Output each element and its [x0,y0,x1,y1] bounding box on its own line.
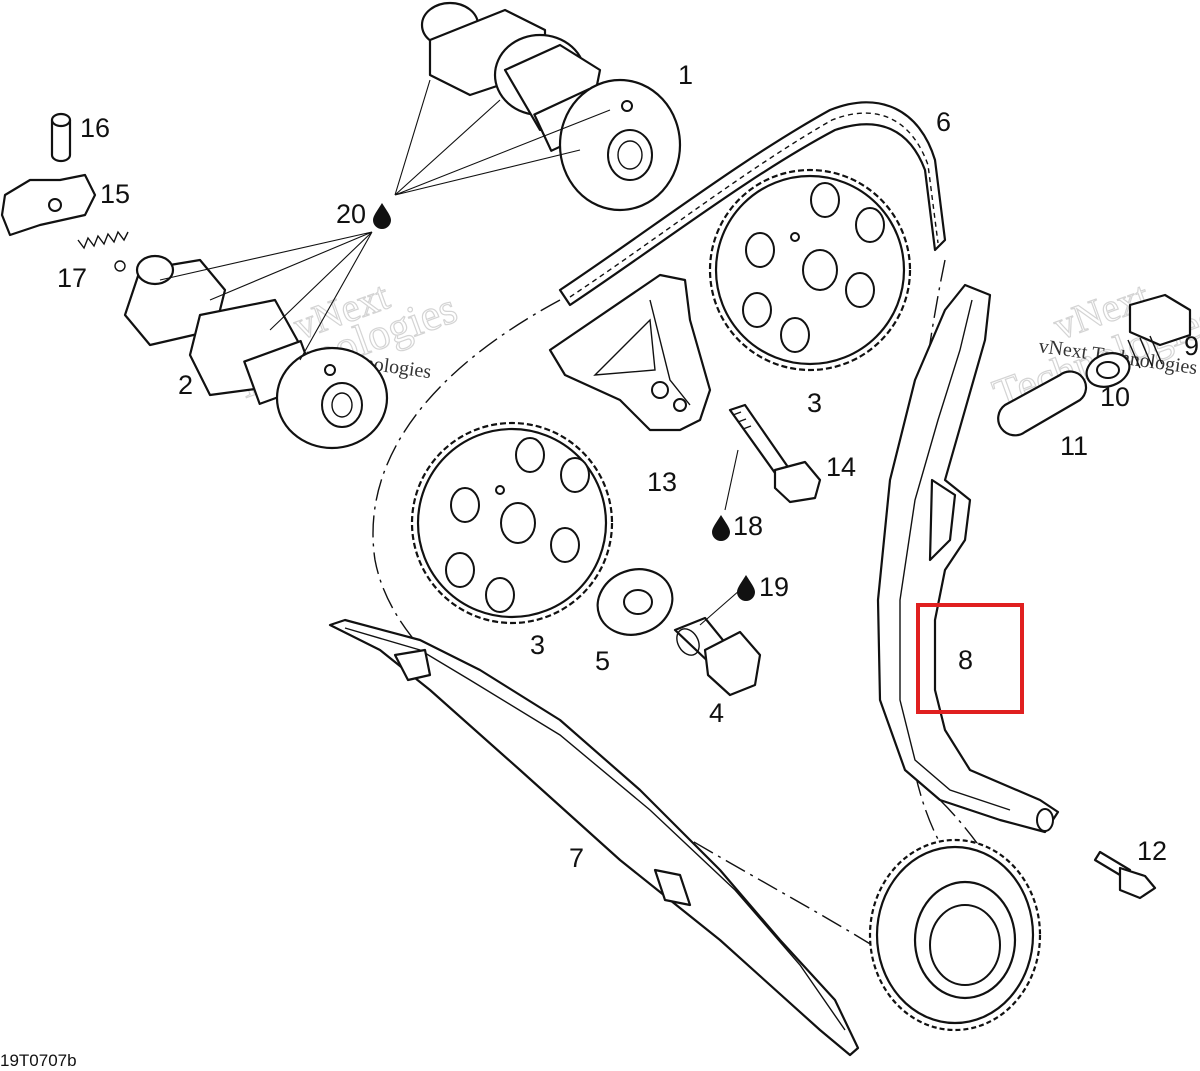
leader-lines [159,79,741,626]
tensioner-rail-part-7 [328,618,860,1057]
label-8: 8 [958,645,973,675]
pin-part-16 [50,112,72,163]
label-18: 18 [733,511,763,541]
oil-drop-icon [712,515,730,541]
label-1: 1 [678,60,693,90]
label-3-upper: 3 [807,388,822,418]
label-19: 19 [759,572,789,602]
label-3-lower: 3 [530,630,545,660]
label-20: 20 [336,199,366,229]
screw-part-12 [1093,850,1157,900]
label-7: 7 [569,843,584,873]
camshaft-top [420,1,682,212]
label-2: 2 [178,370,193,400]
label-14: 14 [826,452,856,482]
highlight-box-part-8 [916,603,1024,714]
sprocket-lower [410,421,614,625]
bolt-part-14 [728,403,822,504]
washer-part-5 [596,568,674,636]
label-11: 11 [1060,431,1088,461]
spring-part-17 [77,230,129,272]
label-6: 6 [936,107,951,137]
oil-drop-icon [737,575,755,601]
label-5: 5 [595,646,610,676]
label-12: 12 [1137,836,1167,866]
label-16: 16 [80,113,110,143]
label-9: 9 [1184,331,1199,361]
camshaft-bottom [123,254,389,450]
oil-drop-icon [373,203,391,229]
plug-part-9 [1127,293,1192,369]
sprocket-upper [708,168,912,372]
label-15: 15 [100,179,130,209]
label-13: 13 [647,467,677,497]
washer-part-10 [1085,352,1131,388]
label-4: 4 [709,698,724,728]
bolt-part-4 [673,616,762,697]
part-labels: 1 2 3 3 4 5 6 7 8 9 10 11 12 13 14 15 16… [57,60,1199,873]
guide-rail-part-8 [876,283,1060,834]
label-17: 17 [57,263,87,293]
rocker-part-15 [0,173,97,237]
timing-chain-part-6 [558,101,947,307]
diagram-code: 19T0707b [0,1051,77,1070]
label-10: 10 [1100,382,1130,412]
plunger-part-11 [997,370,1088,437]
chain-guide-part-13 [548,273,712,432]
crank-gear [868,838,1042,1032]
